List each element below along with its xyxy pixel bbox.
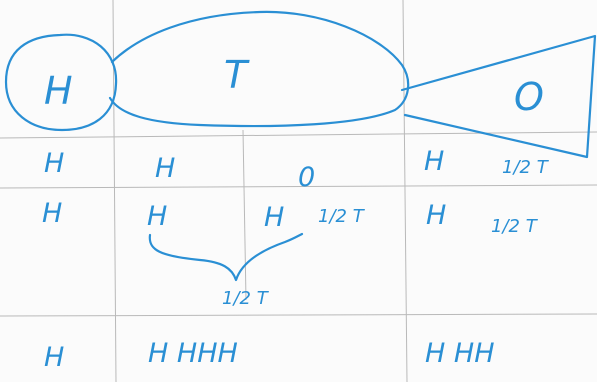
tail-triangle: [400, 34, 597, 159]
row2-c1: H: [42, 198, 62, 229]
row1-c3: 0: [298, 162, 315, 193]
head-circle: [4, 33, 118, 132]
row2-c3: H: [264, 202, 284, 233]
bracket-label: 1/2 T: [222, 288, 270, 309]
circle-label: H: [44, 69, 73, 113]
row1-c5: 1/2 T: [502, 157, 550, 178]
bottom-c4: H HH: [425, 338, 495, 369]
row1-c2: H: [155, 153, 175, 184]
oval-label: T: [224, 53, 250, 97]
triangle-label: O: [514, 75, 544, 119]
row2-c3b: 1/2 T: [318, 206, 366, 227]
pencil-line-v2: [242, 129, 247, 301]
pencil-line-v3: [402, 0, 408, 382]
pencil-line-h2: [0, 184, 597, 189]
pencil-line-h1: [0, 131, 597, 139]
bottom-c2: H HHH: [148, 338, 238, 369]
bottom-c1: H: [44, 342, 64, 373]
pencil-line-h3: [0, 313, 597, 317]
row2-c4: H: [426, 200, 446, 231]
bracket-curve: [148, 232, 304, 282]
row2-c5: 1/2 T: [491, 216, 539, 237]
body-oval: [108, 10, 410, 128]
row2-c2: H: [147, 201, 167, 232]
row1-c4: H: [424, 146, 444, 177]
row1-c1: H: [44, 148, 64, 179]
